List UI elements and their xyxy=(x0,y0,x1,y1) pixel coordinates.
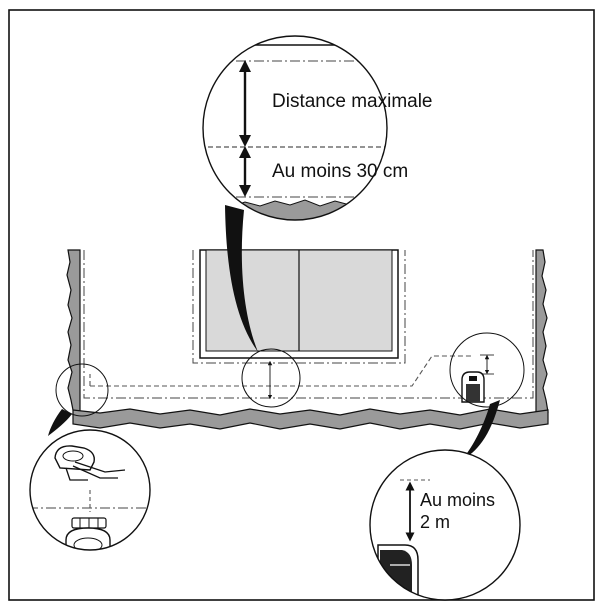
callout-station xyxy=(449,332,525,408)
charging-station-icon xyxy=(461,371,485,403)
min-2m-label-line1: Au moins xyxy=(420,490,495,510)
min-2m-label-line2: 2 m xyxy=(420,512,450,532)
wedge-left xyxy=(48,409,72,436)
wedge-right xyxy=(462,400,500,460)
wedge-top xyxy=(225,205,258,352)
detail-station-clearance: Au moins 2 m xyxy=(369,449,521,601)
bottom-boundary-wall xyxy=(72,408,549,430)
charging-station-front-icon xyxy=(65,517,111,550)
guide-wire xyxy=(90,355,472,387)
callout-corner xyxy=(55,363,109,417)
max-distance-label: Distance maximale xyxy=(272,91,433,112)
boundary-wire-around-house xyxy=(192,250,406,364)
min-30cm-label: Au moins 30 cm xyxy=(272,161,408,182)
boundary-wire-connector-icon xyxy=(54,445,126,481)
callout-house-gap xyxy=(241,348,301,408)
left-boundary-wall xyxy=(66,249,81,413)
detail-wire-connector xyxy=(29,429,151,551)
boundary-wire xyxy=(83,250,534,399)
